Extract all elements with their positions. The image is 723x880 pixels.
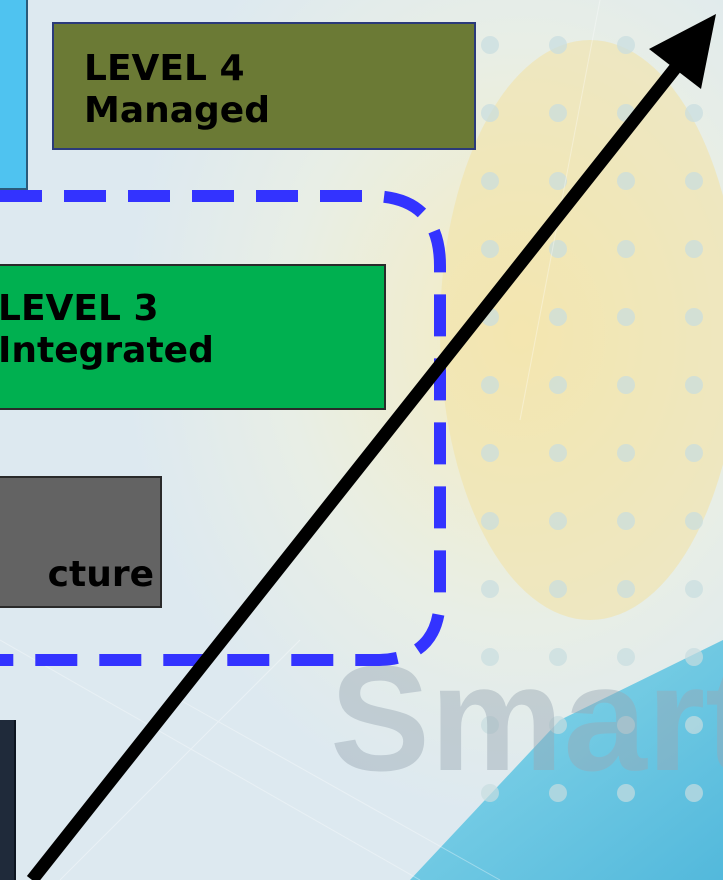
background-dot bbox=[685, 308, 703, 326]
level-5-box-edge bbox=[0, 0, 28, 190]
background-dot bbox=[685, 172, 703, 190]
background-dot bbox=[617, 512, 635, 530]
background-dot bbox=[617, 580, 635, 598]
background-dot bbox=[685, 580, 703, 598]
background-dot bbox=[481, 580, 499, 598]
background-dot bbox=[481, 512, 499, 530]
watermark-text: Smart bbox=[330, 634, 723, 802]
background-dot bbox=[549, 308, 567, 326]
level-3-label: Integrated bbox=[0, 330, 214, 371]
background-dot bbox=[617, 104, 635, 122]
background-dot bbox=[617, 172, 635, 190]
background-dot bbox=[617, 308, 635, 326]
level-3-title: LEVEL 3 bbox=[0, 288, 159, 329]
level-1-box-edge bbox=[0, 720, 16, 880]
background-dot bbox=[685, 512, 703, 530]
background-dot bbox=[481, 444, 499, 462]
background-dot bbox=[617, 376, 635, 394]
level-3-box: LEVEL 3 Integrated bbox=[0, 264, 386, 410]
background-dot bbox=[481, 308, 499, 326]
background-dot bbox=[685, 444, 703, 462]
level-4-label: Managed bbox=[84, 90, 270, 131]
background-dot bbox=[549, 104, 567, 122]
background-dot bbox=[549, 580, 567, 598]
background-dot bbox=[685, 376, 703, 394]
background-dot bbox=[481, 240, 499, 258]
background-dot bbox=[481, 36, 499, 54]
level-2-box: cture bbox=[0, 476, 162, 608]
background-dot bbox=[549, 512, 567, 530]
background-dot bbox=[617, 240, 635, 258]
background-dot bbox=[617, 444, 635, 462]
background-dot bbox=[481, 376, 499, 394]
background-dot bbox=[617, 36, 635, 54]
background-dot bbox=[685, 36, 703, 54]
background-dot bbox=[549, 376, 567, 394]
background-dot bbox=[549, 444, 567, 462]
level-4-box: LEVEL 4 Managed bbox=[52, 22, 476, 150]
level-2-label: cture bbox=[47, 554, 154, 595]
background-dot bbox=[685, 104, 703, 122]
background-dot bbox=[549, 36, 567, 54]
background-dot bbox=[481, 104, 499, 122]
level-4-title: LEVEL 4 bbox=[84, 48, 245, 89]
background-dot bbox=[685, 240, 703, 258]
background-dot bbox=[481, 172, 499, 190]
